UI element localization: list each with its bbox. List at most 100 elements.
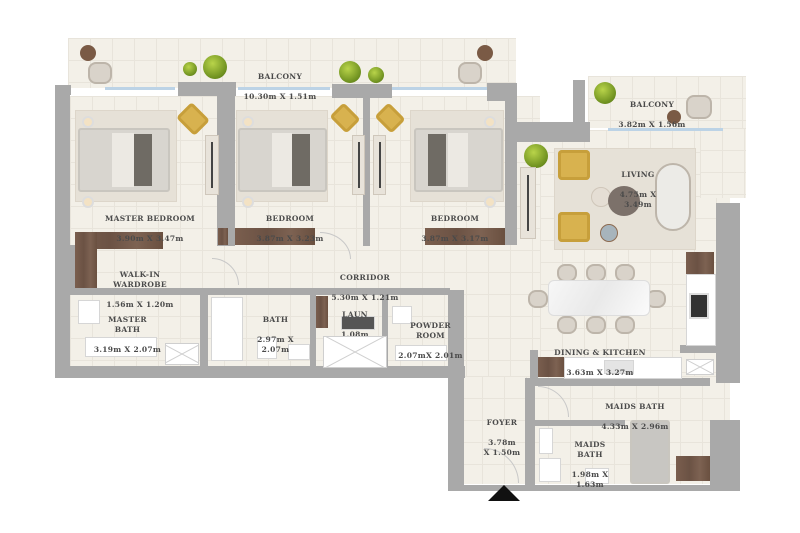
lounge-chair — [686, 95, 712, 119]
wall — [530, 378, 710, 386]
living-balcony-floor-2 — [700, 128, 746, 198]
wall — [70, 288, 450, 295]
foyer-label: FOYER 3.78m X 1.50m — [472, 408, 532, 468]
master-bedroom-label: MASTER BEDROOM 3.90m X 3.47m — [90, 204, 210, 254]
bath-label: BATH 2.97m X 2.07m — [248, 305, 303, 365]
room-name: BALCONY — [257, 72, 303, 81]
armchair — [558, 212, 590, 242]
toilet — [257, 337, 277, 359]
wardrobe — [75, 232, 163, 249]
lamp — [242, 196, 254, 208]
shaft — [323, 336, 387, 368]
plant — [183, 62, 197, 76]
armchair — [558, 150, 590, 180]
walk-in-wardrobe-label: WALK-IN WARDROBE 1.56m X 1.20m — [100, 260, 180, 320]
wall — [716, 203, 740, 383]
wardrobe-door — [352, 135, 365, 195]
plant — [203, 55, 227, 79]
room-name: BATH — [262, 315, 289, 324]
wall — [710, 420, 740, 485]
balcony-main-floor — [68, 38, 516, 88]
room-dimensions: 10.30m X 1.51m — [243, 92, 317, 101]
room-dimensions: 3.82m X 1.56m — [618, 120, 686, 129]
sink — [604, 360, 634, 374]
window — [105, 87, 175, 90]
room-dimensions: 1.98m X 1.63m — [571, 470, 609, 489]
wardrobe — [235, 228, 315, 245]
wall — [680, 345, 740, 353]
room-name: POWDER ROOM — [410, 321, 451, 340]
laundry-cabinet — [316, 296, 328, 328]
wall — [55, 366, 465, 378]
living-label: LIVING 4.75m X 3.49m — [598, 160, 678, 220]
wall — [448, 290, 464, 488]
wall — [332, 84, 392, 98]
sofa — [655, 163, 691, 231]
maids-bath-label: MAIDS BATH 1.98m X 1.63m — [560, 430, 620, 500]
room-dimensions: 3.87m X 3.23m — [256, 234, 324, 243]
room-name: LAUN — [342, 310, 368, 319]
wall — [530, 350, 538, 380]
stove — [689, 293, 709, 319]
vanity — [395, 345, 447, 361]
bedroom-3-label: BEDROOM 3.87m X 3.17m — [405, 204, 505, 254]
wall — [382, 295, 388, 368]
washer — [341, 316, 375, 330]
balcony-living-floor — [588, 76, 746, 128]
dining-table — [548, 280, 650, 316]
kitchen-cabinet — [538, 357, 564, 377]
window — [392, 87, 507, 90]
wardrobe — [425, 228, 505, 245]
room-name: DINING & KITCHEN — [554, 348, 646, 357]
entrance-arrow-icon — [488, 485, 520, 501]
room-name: MASTER BATH — [108, 315, 147, 334]
dining-chair — [586, 316, 606, 334]
room-dimensions: 3.63m X 3.27m — [566, 368, 634, 377]
wall — [217, 96, 235, 246]
wall — [55, 85, 70, 377]
lamp — [242, 116, 254, 128]
dining-kitchen-label: DINING & KITCHEN 3.63m X 3.27m — [545, 338, 655, 388]
room-name: MASTER BEDROOM — [104, 214, 196, 223]
tv-unit — [520, 167, 536, 239]
lamp — [82, 116, 94, 128]
lamp — [82, 196, 94, 208]
wall — [535, 420, 625, 426]
vanity — [585, 468, 609, 484]
coffee-table — [608, 186, 640, 216]
shaft — [165, 343, 199, 365]
side-table — [667, 110, 681, 124]
wall — [310, 295, 316, 368]
room-name: MAIDS BATH — [605, 402, 665, 411]
room-dimensions: 3.90m X 3.47m — [116, 234, 184, 243]
dining-chair — [528, 290, 548, 308]
room-name: CORRIDOR — [339, 273, 391, 282]
wall — [55, 85, 71, 95]
wall — [525, 378, 535, 488]
room-dimensions: 2.97m X 2.07m — [257, 335, 294, 354]
room-dimensions: 3.19m X 2.07m — [93, 345, 162, 354]
plant — [594, 82, 616, 104]
shaft — [686, 359, 714, 375]
side-table — [80, 45, 96, 61]
plant — [368, 67, 384, 83]
toilet — [392, 306, 412, 324]
bathtub — [211, 297, 243, 361]
window — [238, 87, 330, 90]
wall — [200, 295, 208, 368]
room-dimensions: 4.75m X 3.49m — [619, 190, 657, 209]
window — [608, 128, 723, 131]
room-name: FOYER — [486, 418, 518, 427]
wall — [505, 95, 517, 245]
wardrobe — [75, 232, 97, 288]
maids-bed — [630, 420, 670, 484]
maids-room-label: MAIDS BATH 4.33m X 2.96m — [590, 392, 680, 442]
wardrobe — [218, 228, 228, 245]
wall — [363, 96, 370, 246]
room-name: WALK-IN WARDROBE — [113, 270, 167, 289]
lounge-chair — [88, 62, 112, 84]
bed — [238, 128, 327, 192]
wall — [448, 485, 740, 491]
room-dimensions: 3.78m X 1.50m — [483, 438, 521, 457]
